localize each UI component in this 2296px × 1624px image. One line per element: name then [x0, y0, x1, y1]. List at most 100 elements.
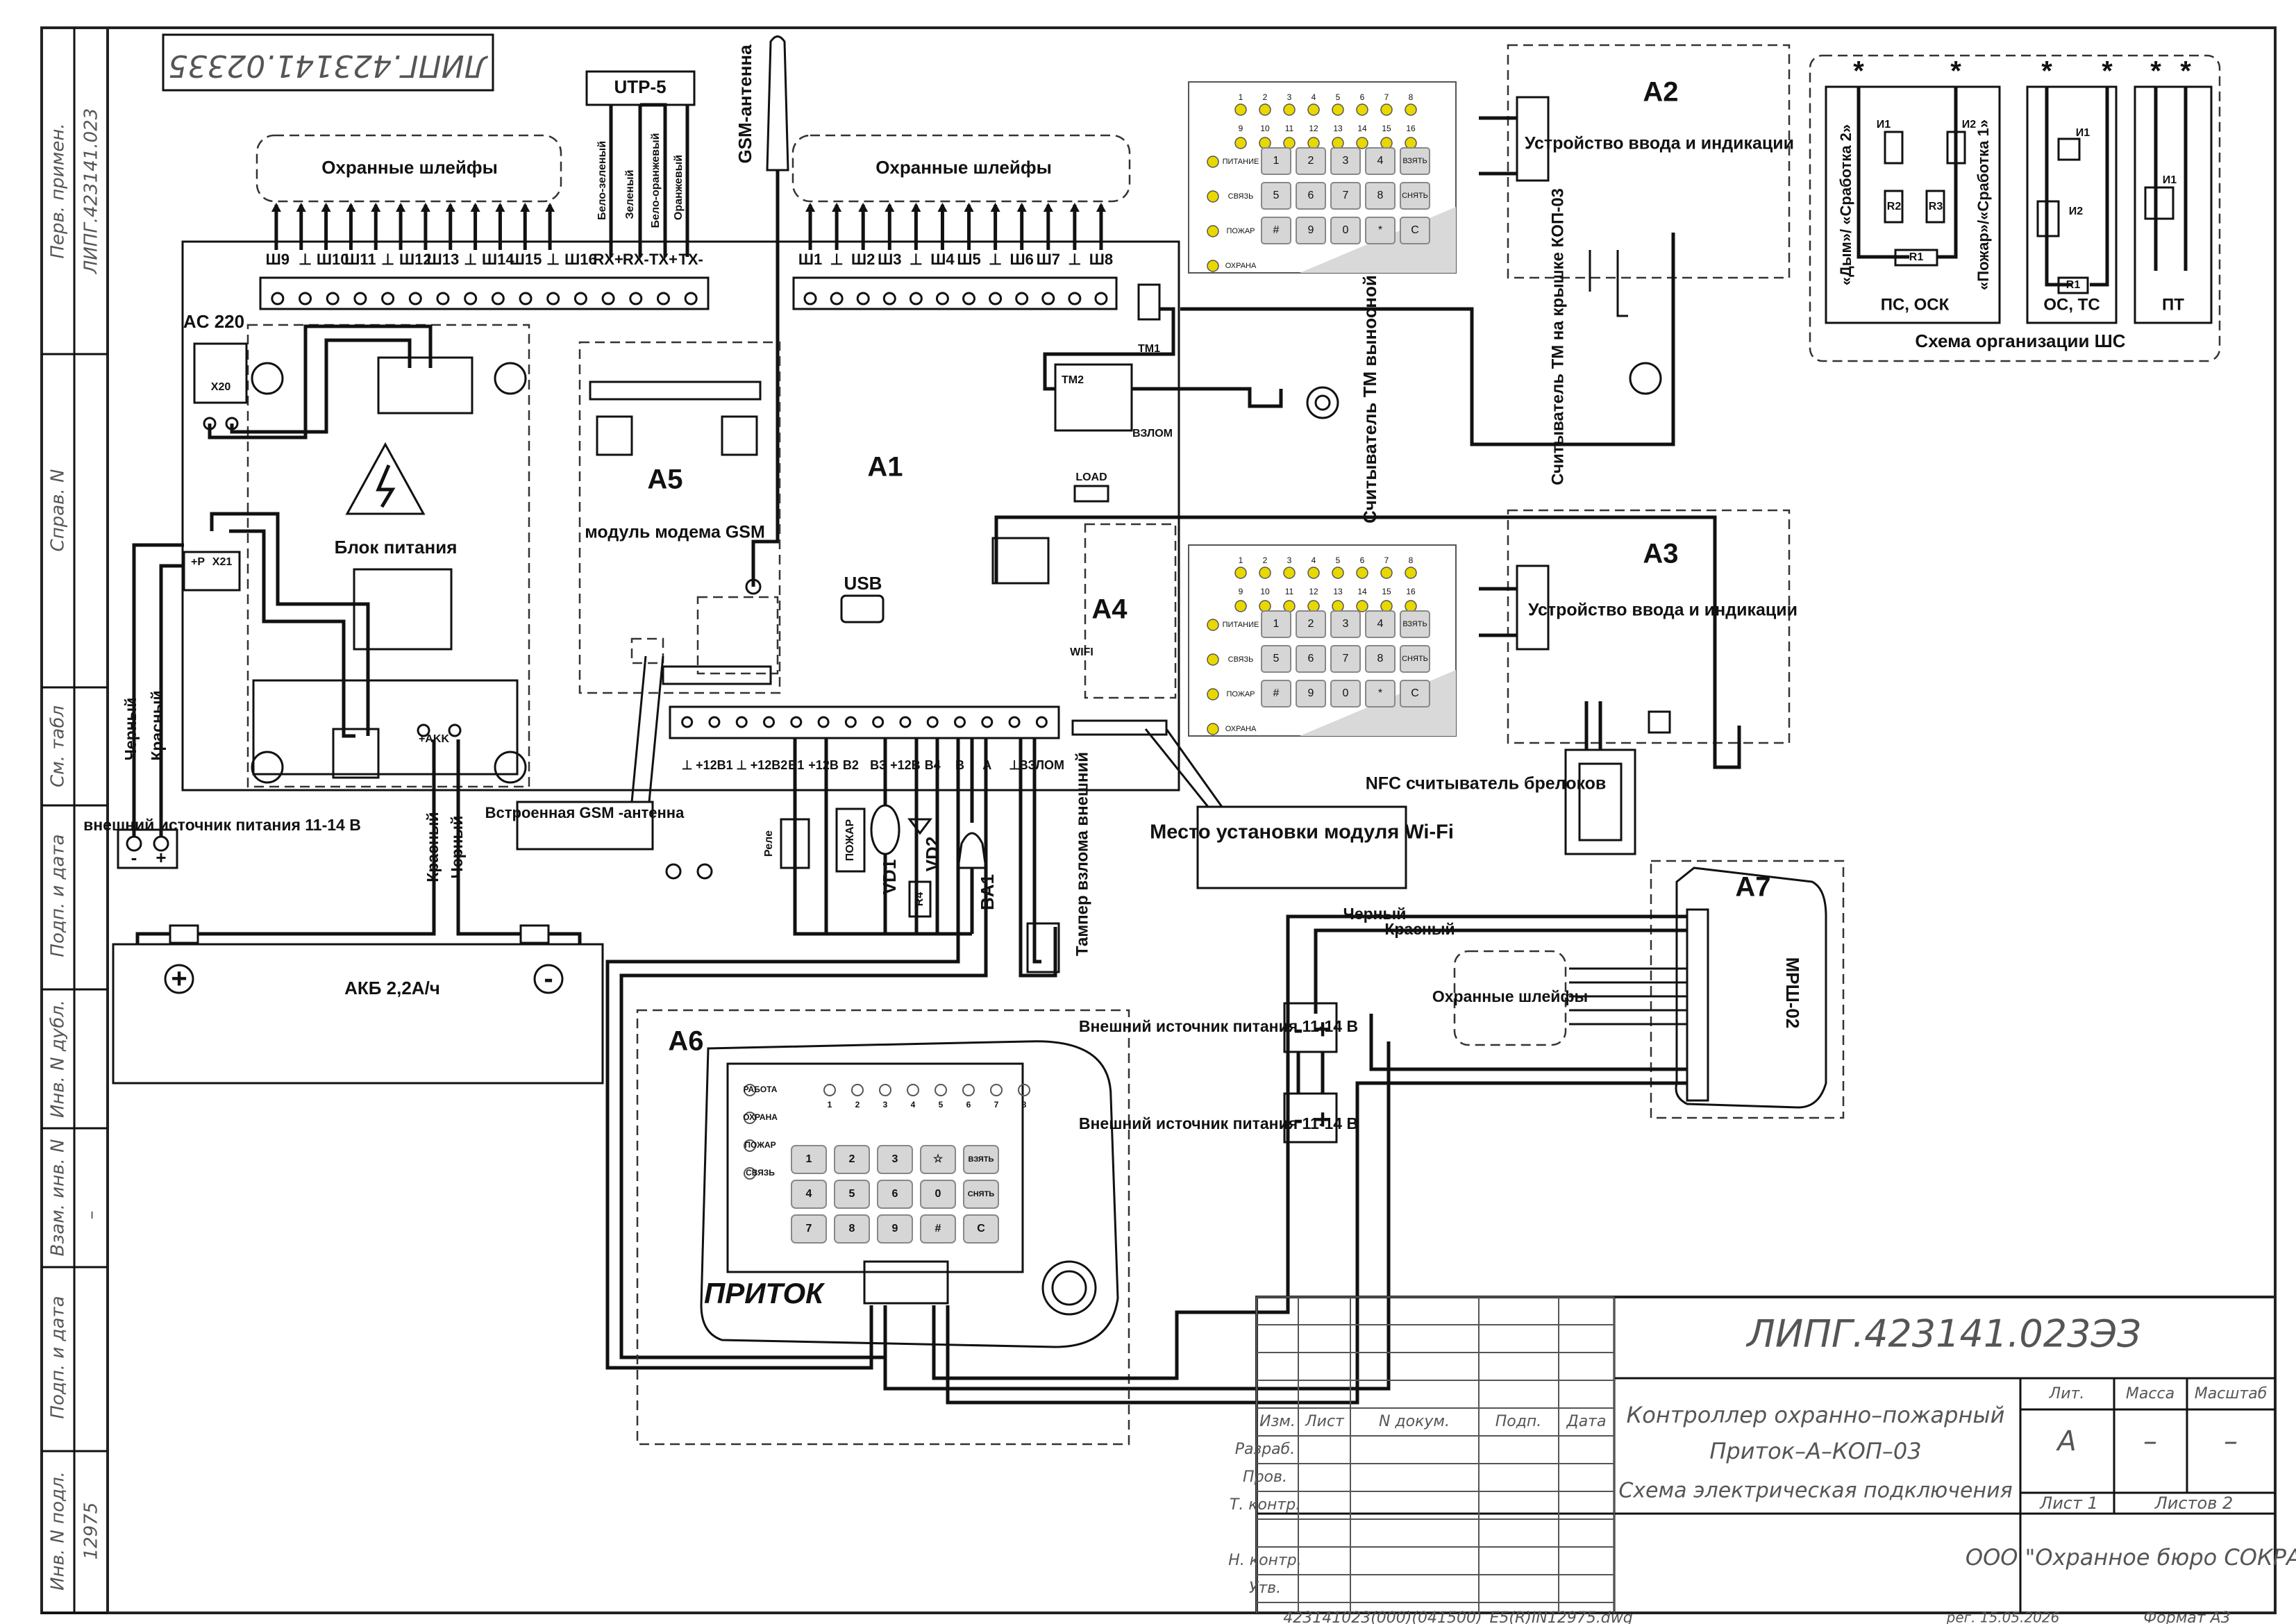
left-red-label: Красный	[148, 690, 166, 760]
terminal-tr-5: Ш4	[930, 251, 955, 268]
terminal-tl-1: ⊥	[299, 251, 312, 268]
loop-i2-b: И2	[2069, 206, 2084, 217]
svg-text:-: -	[1293, 1014, 1302, 1045]
title-col-scale: Масштаб	[2195, 1385, 2268, 1403]
a7-name: МРШ-02	[1782, 957, 1803, 1029]
a3-led-num-7: 7	[1384, 555, 1389, 565]
terminal-tl-0: Ш9	[266, 251, 290, 268]
terminal-tl-7: ⊥	[464, 251, 477, 268]
terminal-bottom-13: ВЗЛОМ	[1019, 758, 1064, 772]
title-scale-value: –	[2224, 1425, 2238, 1457]
a4-module	[1084, 523, 1177, 699]
a3-led-num-2: 2	[1263, 555, 1268, 565]
guard-loop-wires	[271, 203, 1106, 250]
builtin-gsm-box	[516, 801, 654, 851]
a2-led-num-13: 13	[1333, 124, 1343, 133]
wifi-label: WIFI	[1070, 646, 1093, 658]
ext-psu-1-label: Внешний источник питания 11-14 В	[1079, 1017, 1358, 1035]
utp-wire-white-orange: Бело-оранжевый	[650, 133, 662, 228]
a2-led-num-12: 12	[1309, 124, 1318, 133]
side-stamp-dash: –	[81, 1211, 102, 1220]
title-row-1: Пров.	[1243, 1468, 1287, 1486]
a5-module	[578, 341, 781, 694]
x17-connector	[1054, 363, 1133, 432]
a2-device	[1507, 44, 1791, 279]
a2-title: Устройство ввода и индикации	[1525, 134, 1794, 153]
a2-status-0: ПИТАНИЕ	[1223, 158, 1259, 166]
side-stamp-dubl: Инв. N дубл.	[48, 1000, 69, 1118]
a6-status-0: РАБОТА	[744, 1085, 778, 1094]
x6-connector	[991, 537, 1050, 585]
a6-led-2: 2	[855, 1100, 860, 1110]
title-head-4: Дата	[1566, 1413, 1607, 1430]
bottom-terminal-block	[669, 705, 1060, 739]
a3-led-num-6: 6	[1360, 555, 1365, 565]
terminal-bottom-7: В3	[870, 758, 886, 772]
gsm-antenna-icon	[766, 35, 789, 171]
terminal-tl-2: Ш10	[317, 251, 349, 268]
psu-transformer	[353, 568, 453, 651]
ext-psu-2-label: Внешний источник питания 11-14 В	[1079, 1114, 1358, 1132]
a3-key-7: 7	[1343, 653, 1349, 664]
vd2-label: VD2	[922, 837, 943, 872]
a2-key-13: *	[1378, 224, 1382, 236]
a4-label: A4	[1091, 594, 1128, 625]
loop-r1-b: R1	[2066, 279, 2081, 291]
utp-label: UTP-5	[614, 76, 666, 97]
a2-led-num-7: 7	[1384, 92, 1389, 102]
a2-led-num-4: 4	[1312, 92, 1316, 102]
title-code: ЛИПГ.423141.023ЭЗ	[1745, 1312, 2141, 1356]
a2-label: A2	[1643, 77, 1678, 108]
nfc-label: NFC считыватель брелоков	[1366, 774, 1607, 794]
high-voltage-warning-icon	[345, 442, 426, 515]
terminal-tr-3: Ш3	[878, 251, 901, 268]
terminal-tr-6: Ш5	[957, 251, 980, 268]
a3-key-4: ВЗЯТЬ	[1402, 620, 1427, 628]
terminal-tl-14: TX+	[649, 251, 678, 268]
a3-led-num-9: 9	[1239, 587, 1243, 596]
a7-loops-label: Охранные шлейфы	[1432, 987, 1588, 1005]
loop-i1-a: И1	[1877, 119, 1891, 131]
title-sheets: Листов 2	[2154, 1493, 2234, 1513]
svg-text:*: *	[1950, 56, 1961, 87]
a6-led-1: 1	[828, 1100, 832, 1110]
a2-key-9: СНЯТЬ	[1402, 192, 1428, 200]
loop-v2-label: «Пожар»/«Сработка 1»	[1975, 119, 1992, 290]
guard-loops-left-label: Охранные шлейфы	[321, 157, 498, 178]
a2-led-num-6: 6	[1360, 92, 1365, 102]
a3-led-num-15: 15	[1382, 587, 1391, 596]
rotated-code: ЛИПГ.423141.02335	[168, 48, 489, 83]
a2-key-8: 8	[1377, 190, 1384, 201]
nfc-coil	[1564, 748, 1636, 855]
ac-220-label: AC 220	[183, 311, 244, 332]
a2-key-6: 6	[1308, 190, 1314, 201]
a2-led-num-9: 9	[1239, 124, 1243, 133]
a2-led-num-5: 5	[1336, 92, 1341, 102]
a2-led-num-10: 10	[1260, 124, 1270, 133]
terminal-tl-8: Ш14	[482, 251, 514, 268]
battery	[112, 943, 604, 1085]
a3-title: Устройство ввода и индикации	[1528, 601, 1798, 620]
terminal-tl-6: Ш13	[427, 251, 460, 268]
a6-device	[636, 1009, 1130, 1446]
a2-led-num-14: 14	[1357, 124, 1367, 133]
a2-key-12: 0	[1343, 224, 1349, 236]
title-row-3: Н. контр.	[1228, 1552, 1301, 1569]
loop-scheme	[1809, 54, 2221, 362]
vd1-label: VD1	[879, 860, 900, 895]
terminal-bottom-5: +12В	[808, 758, 839, 772]
a2-led-num-1: 1	[1239, 92, 1243, 102]
title-doc-type: Схема электрическая подключения	[1618, 1479, 2012, 1503]
ext-psu-left-label: внешний источник питания 11-14 В	[83, 816, 361, 834]
a2-led-num-8: 8	[1409, 92, 1414, 102]
a6-status-2: ПОЖАР	[744, 1140, 776, 1150]
svg-text:*: *	[2150, 56, 2161, 87]
side-stamp: Перв. примен. ЛИПГ.423141.023 Справ. N С…	[48, 108, 102, 1591]
wifi-place-box	[1196, 805, 1407, 889]
loop-r3: R3	[1929, 201, 1943, 212]
a2-key-0: 1	[1273, 155, 1280, 167]
side-stamp-inv: 12975	[81, 1502, 102, 1560]
a6-led-8: 8	[1022, 1100, 1027, 1110]
terminal-tl-5: Ш12	[399, 251, 432, 268]
